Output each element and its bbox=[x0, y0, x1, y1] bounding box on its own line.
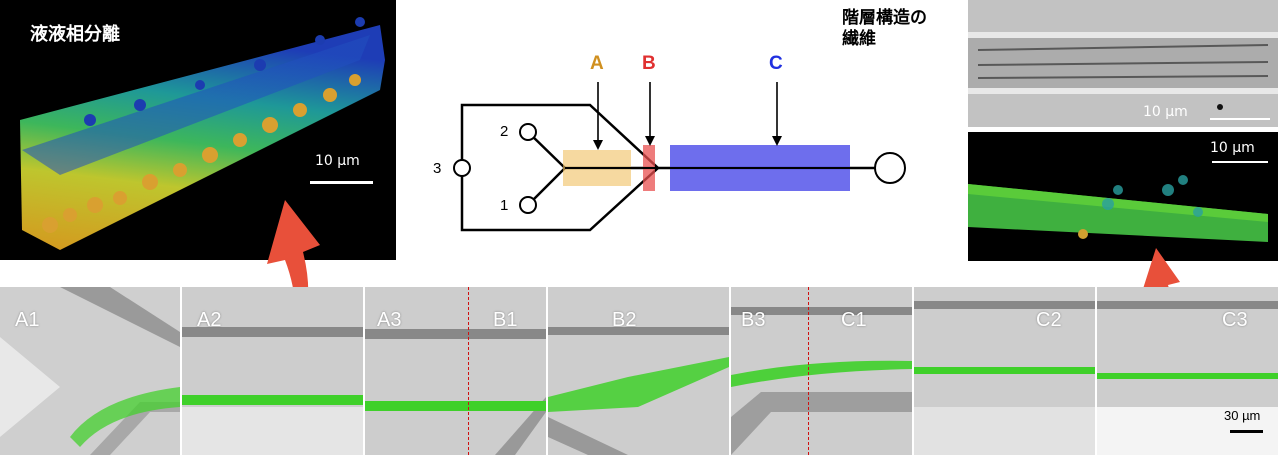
frame-a2-label: A2 bbox=[197, 309, 222, 331]
fiber-3d-render: 10 µm bbox=[968, 132, 1278, 261]
frame-b3-c1-divider bbox=[808, 287, 809, 455]
channel-schematic bbox=[453, 82, 906, 232]
frame-a2-image bbox=[182, 287, 363, 455]
left-curved-arrow-icon bbox=[255, 200, 320, 380]
frame-a3-b1-divider bbox=[468, 287, 469, 455]
microfluidic-diagram: A B C 2 1 3 bbox=[420, 40, 920, 250]
lcps-scale-bar bbox=[310, 181, 373, 184]
frame-c2-label: C2 bbox=[1036, 309, 1062, 331]
frame-a3-b1: A3 B1 bbox=[365, 287, 546, 455]
frame-a3-b1-image bbox=[365, 287, 546, 455]
fiber-title-line1: 階層構造の bbox=[842, 8, 927, 28]
frame-b2-image bbox=[548, 287, 729, 455]
frame-a1: A1 bbox=[0, 287, 180, 455]
frame-c1-label: C1 bbox=[841, 309, 867, 331]
brightfield-scale-bar bbox=[1210, 118, 1270, 120]
port-2-label: 2 bbox=[500, 123, 509, 140]
micrograph-strip: A1 A2 A3 B1 B2 bbox=[0, 287, 1278, 458]
lcps-3d-surface bbox=[20, 17, 385, 250]
frame-c3: C3 30 µm bbox=[1097, 287, 1278, 455]
frame-a3-label: A3 bbox=[377, 309, 402, 331]
lcps-scale-label: 10 µm bbox=[315, 153, 360, 169]
label-b: B bbox=[642, 53, 656, 74]
strip-scale-label: 30 µm bbox=[1224, 408, 1261, 423]
frame-b2-label: B2 bbox=[612, 309, 637, 331]
fiber-brightfield: 10 µm bbox=[968, 0, 1278, 127]
lcps-title: 液液相分離 bbox=[30, 24, 120, 45]
fiber-title-line2: 繊維 bbox=[842, 29, 876, 49]
frame-c2-image bbox=[914, 287, 1095, 455]
fiber-3d-surface bbox=[968, 175, 1268, 242]
frame-a2: A2 bbox=[182, 287, 363, 455]
label-a: A bbox=[590, 53, 604, 74]
frame-b2: B2 bbox=[548, 287, 729, 455]
outlet-icon bbox=[874, 152, 906, 184]
port-3-label: 3 bbox=[433, 160, 442, 177]
fiber3d-scale-bar bbox=[1212, 161, 1268, 163]
port-1-icon bbox=[519, 196, 537, 214]
port-3-icon bbox=[453, 159, 471, 177]
frame-c2: C2 bbox=[914, 287, 1095, 455]
frame-b1-label: B1 bbox=[493, 309, 518, 331]
label-c: C bbox=[769, 53, 783, 74]
lcps-3d-render: 液液相分離 10 µm bbox=[0, 0, 396, 260]
frame-a1-image bbox=[0, 287, 180, 455]
port-1-label: 1 bbox=[500, 197, 509, 214]
frame-b3-c1: B3 C1 bbox=[731, 287, 912, 455]
frame-b3-c1-image bbox=[731, 287, 912, 455]
brightfield-image bbox=[968, 0, 1278, 127]
frame-c3-label: C3 bbox=[1222, 309, 1248, 331]
port-2-icon bbox=[519, 123, 537, 141]
frame-b3-label: B3 bbox=[741, 309, 766, 331]
fiber3d-scale-label: 10 µm bbox=[1210, 140, 1255, 156]
strip-scale-bar bbox=[1230, 430, 1263, 433]
frame-c3-image bbox=[1097, 287, 1278, 455]
fiber-title: 階層構造の 繊維 bbox=[842, 8, 927, 50]
frame-a1-label: A1 bbox=[15, 309, 40, 331]
brightfield-scale-label: 10 µm bbox=[1143, 104, 1188, 120]
